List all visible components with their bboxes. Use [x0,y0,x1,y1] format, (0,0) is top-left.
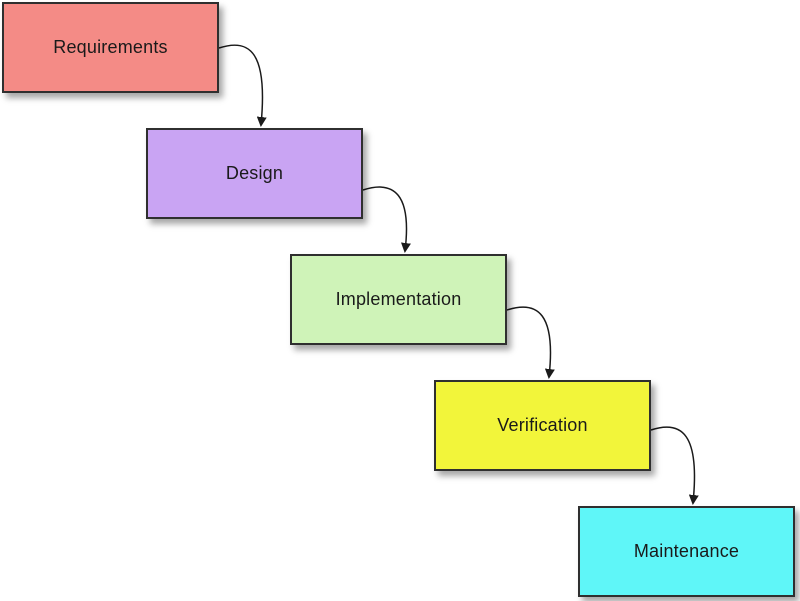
stage-label: Maintenance [633,541,740,561]
stage-label: Implementation [335,289,462,309]
stage-label: Design [225,163,284,183]
connector-arrow-verification-maintenance [650,426,699,505]
connector-arrow-requirements-design [218,44,267,127]
connector-arrow-implementation-verification [506,306,555,379]
stage-label: Requirements [53,37,168,57]
stage-implementation: Implementation [290,254,507,345]
stage-design: Design [146,128,363,219]
connector-arrow-design-implementation [362,186,411,253]
stage-maintenance: Maintenance [578,506,795,597]
stage-label: Verification [497,415,588,435]
stage-verification: Verification [434,380,651,471]
stage-requirements: Requirements [2,2,219,93]
